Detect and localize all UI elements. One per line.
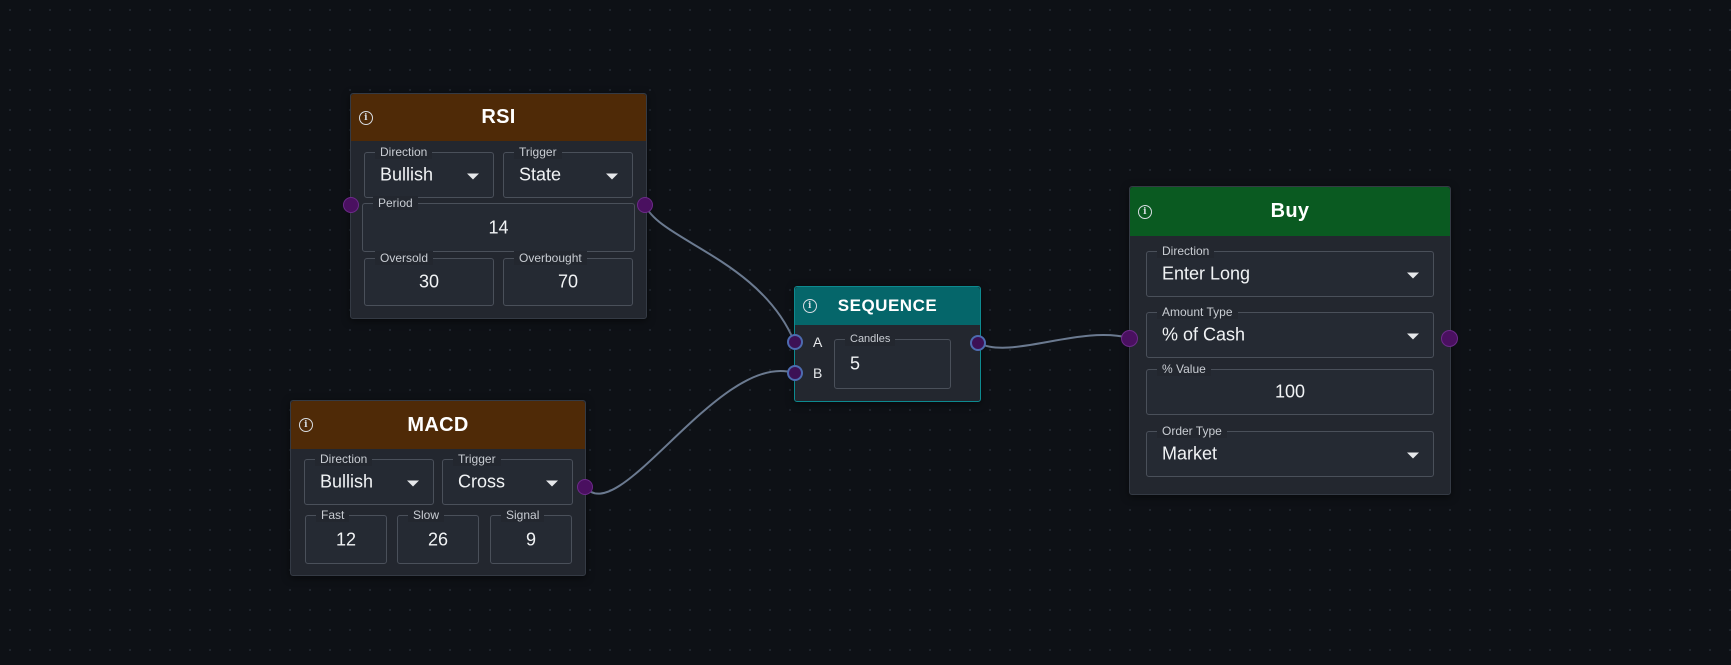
sequence-output-port[interactable] xyxy=(970,335,986,351)
macd-trigger-label: Trigger xyxy=(453,452,501,466)
buy-order-type-value: Market xyxy=(1162,443,1218,464)
macd-node-title: MACD xyxy=(407,413,469,436)
macd-node-header[interactable]: i MACD xyxy=(291,401,585,449)
rsi-period-label: Period xyxy=(373,196,418,210)
buy-amount-type-label: Amount Type xyxy=(1157,305,1238,319)
rsi-overbought-value: 70 xyxy=(557,271,579,292)
rsi-period-input[interactable]: Period 14 xyxy=(362,196,635,252)
chevron-down-icon xyxy=(407,480,419,487)
rsi-trigger-value: State xyxy=(519,164,562,185)
rsi-input-port[interactable] xyxy=(343,197,359,213)
rsi-node-header[interactable]: i RSI xyxy=(351,94,646,141)
rsi-overbought-input[interactable]: Overbought 70 xyxy=(503,251,633,306)
macd-slow-label: Slow xyxy=(408,508,445,522)
rsi-direction-label: Direction xyxy=(375,145,433,159)
macd-fast-label: Fast xyxy=(316,508,350,522)
info-icon[interactable]: i xyxy=(299,418,313,432)
rsi-node-title: RSI xyxy=(481,106,516,128)
macd-fast-input[interactable]: Fast 12 xyxy=(305,508,387,564)
rsi-overbought-label: Overbought xyxy=(514,251,587,265)
chevron-down-icon xyxy=(1407,333,1419,340)
macd-slow-value: 26 xyxy=(427,529,449,549)
macd-signal-value: 9 xyxy=(525,529,536,549)
buy-node-title: Buy xyxy=(1270,200,1310,222)
sequence-candles-label: Candles xyxy=(845,332,896,346)
buy-direction-label: Direction xyxy=(1157,244,1215,258)
info-icon[interactable]: i xyxy=(1138,204,1152,219)
macd-signal-label: Signal xyxy=(501,508,545,522)
rsi-direction-select[interactable]: Direction Bullish xyxy=(364,145,494,198)
sequence-node-title: SEQUENCE xyxy=(837,296,938,315)
macd-trigger-select[interactable]: Trigger Cross xyxy=(442,452,573,505)
macd-trigger-value: Cross xyxy=(458,471,506,492)
buy-order-type-label: Order Type xyxy=(1157,424,1227,438)
buy-value-value: 100 xyxy=(1274,381,1306,402)
macd-direction-label: Direction xyxy=(315,452,373,466)
rsi-trigger-select[interactable]: Trigger State xyxy=(503,145,633,198)
sequence-candles-value: 5 xyxy=(850,353,861,374)
buy-node[interactable]: i Buy Direction Enter Long Amount Type %… xyxy=(1129,186,1451,495)
rsi-output-port[interactable] xyxy=(637,197,653,213)
macd-fast-value: 12 xyxy=(335,529,357,549)
buy-value-input[interactable]: % Value 100 xyxy=(1146,362,1434,415)
buy-direction-select[interactable]: Direction Enter Long xyxy=(1146,244,1434,297)
buy-node-header[interactable]: i Buy xyxy=(1130,187,1450,236)
sequence-input-a-port[interactable] xyxy=(787,334,803,350)
macd-slow-input[interactable]: Slow 26 xyxy=(397,508,479,564)
rsi-trigger-label: Trigger xyxy=(514,145,562,159)
wire-macd-to-sequence-b[interactable] xyxy=(584,369,795,495)
macd-direction-value: Bullish xyxy=(320,471,374,492)
sequence-input-a-label: A xyxy=(813,334,823,350)
macd-signal-input[interactable]: Signal 9 xyxy=(490,508,572,564)
buy-direction-value: Enter Long xyxy=(1162,263,1251,284)
chevron-down-icon xyxy=(467,173,479,180)
macd-node[interactable]: i MACD Direction Bullish Trigger Cross F… xyxy=(290,400,586,576)
chevron-down-icon xyxy=(546,480,558,487)
buy-value-label: % Value xyxy=(1157,362,1211,376)
wire-rsi-to-sequence-a[interactable] xyxy=(644,204,795,342)
sequence-node-header[interactable]: i SEQUENCE xyxy=(795,287,980,325)
sequence-input-b-port[interactable] xyxy=(787,365,803,381)
buy-input-port[interactable] xyxy=(1121,330,1138,347)
sequence-node[interactable]: i SEQUENCE A B Candles 5 xyxy=(794,286,981,402)
rsi-direction-value: Bullish xyxy=(380,164,434,185)
sequence-candles-input[interactable]: Candles 5 xyxy=(834,332,951,389)
info-icon[interactable]: i xyxy=(803,299,817,313)
chevron-down-icon xyxy=(606,173,618,180)
buy-order-type-select[interactable]: Order Type Market xyxy=(1146,424,1434,477)
rsi-period-value: 14 xyxy=(488,217,509,237)
rsi-node[interactable]: i RSI Direction Bullish Trigger State Pe… xyxy=(350,93,647,319)
buy-output-port[interactable] xyxy=(1441,330,1458,347)
buy-amount-type-value: % of Cash xyxy=(1162,324,1246,345)
wire-sequence-to-buy[interactable] xyxy=(978,334,1130,349)
macd-direction-select[interactable]: Direction Bullish xyxy=(304,452,434,505)
info-icon[interactable]: i xyxy=(359,110,373,125)
buy-amount-type-select[interactable]: Amount Type % of Cash xyxy=(1146,305,1434,358)
chevron-down-icon xyxy=(1407,452,1419,459)
macd-output-port[interactable] xyxy=(577,479,593,495)
rsi-oversold-input[interactable]: Oversold 30 xyxy=(364,251,494,306)
rsi-oversold-label: Oversold xyxy=(375,251,434,265)
chevron-down-icon xyxy=(1407,272,1419,279)
sequence-input-b-label: B xyxy=(813,365,823,381)
rsi-oversold-value: 30 xyxy=(418,271,440,292)
